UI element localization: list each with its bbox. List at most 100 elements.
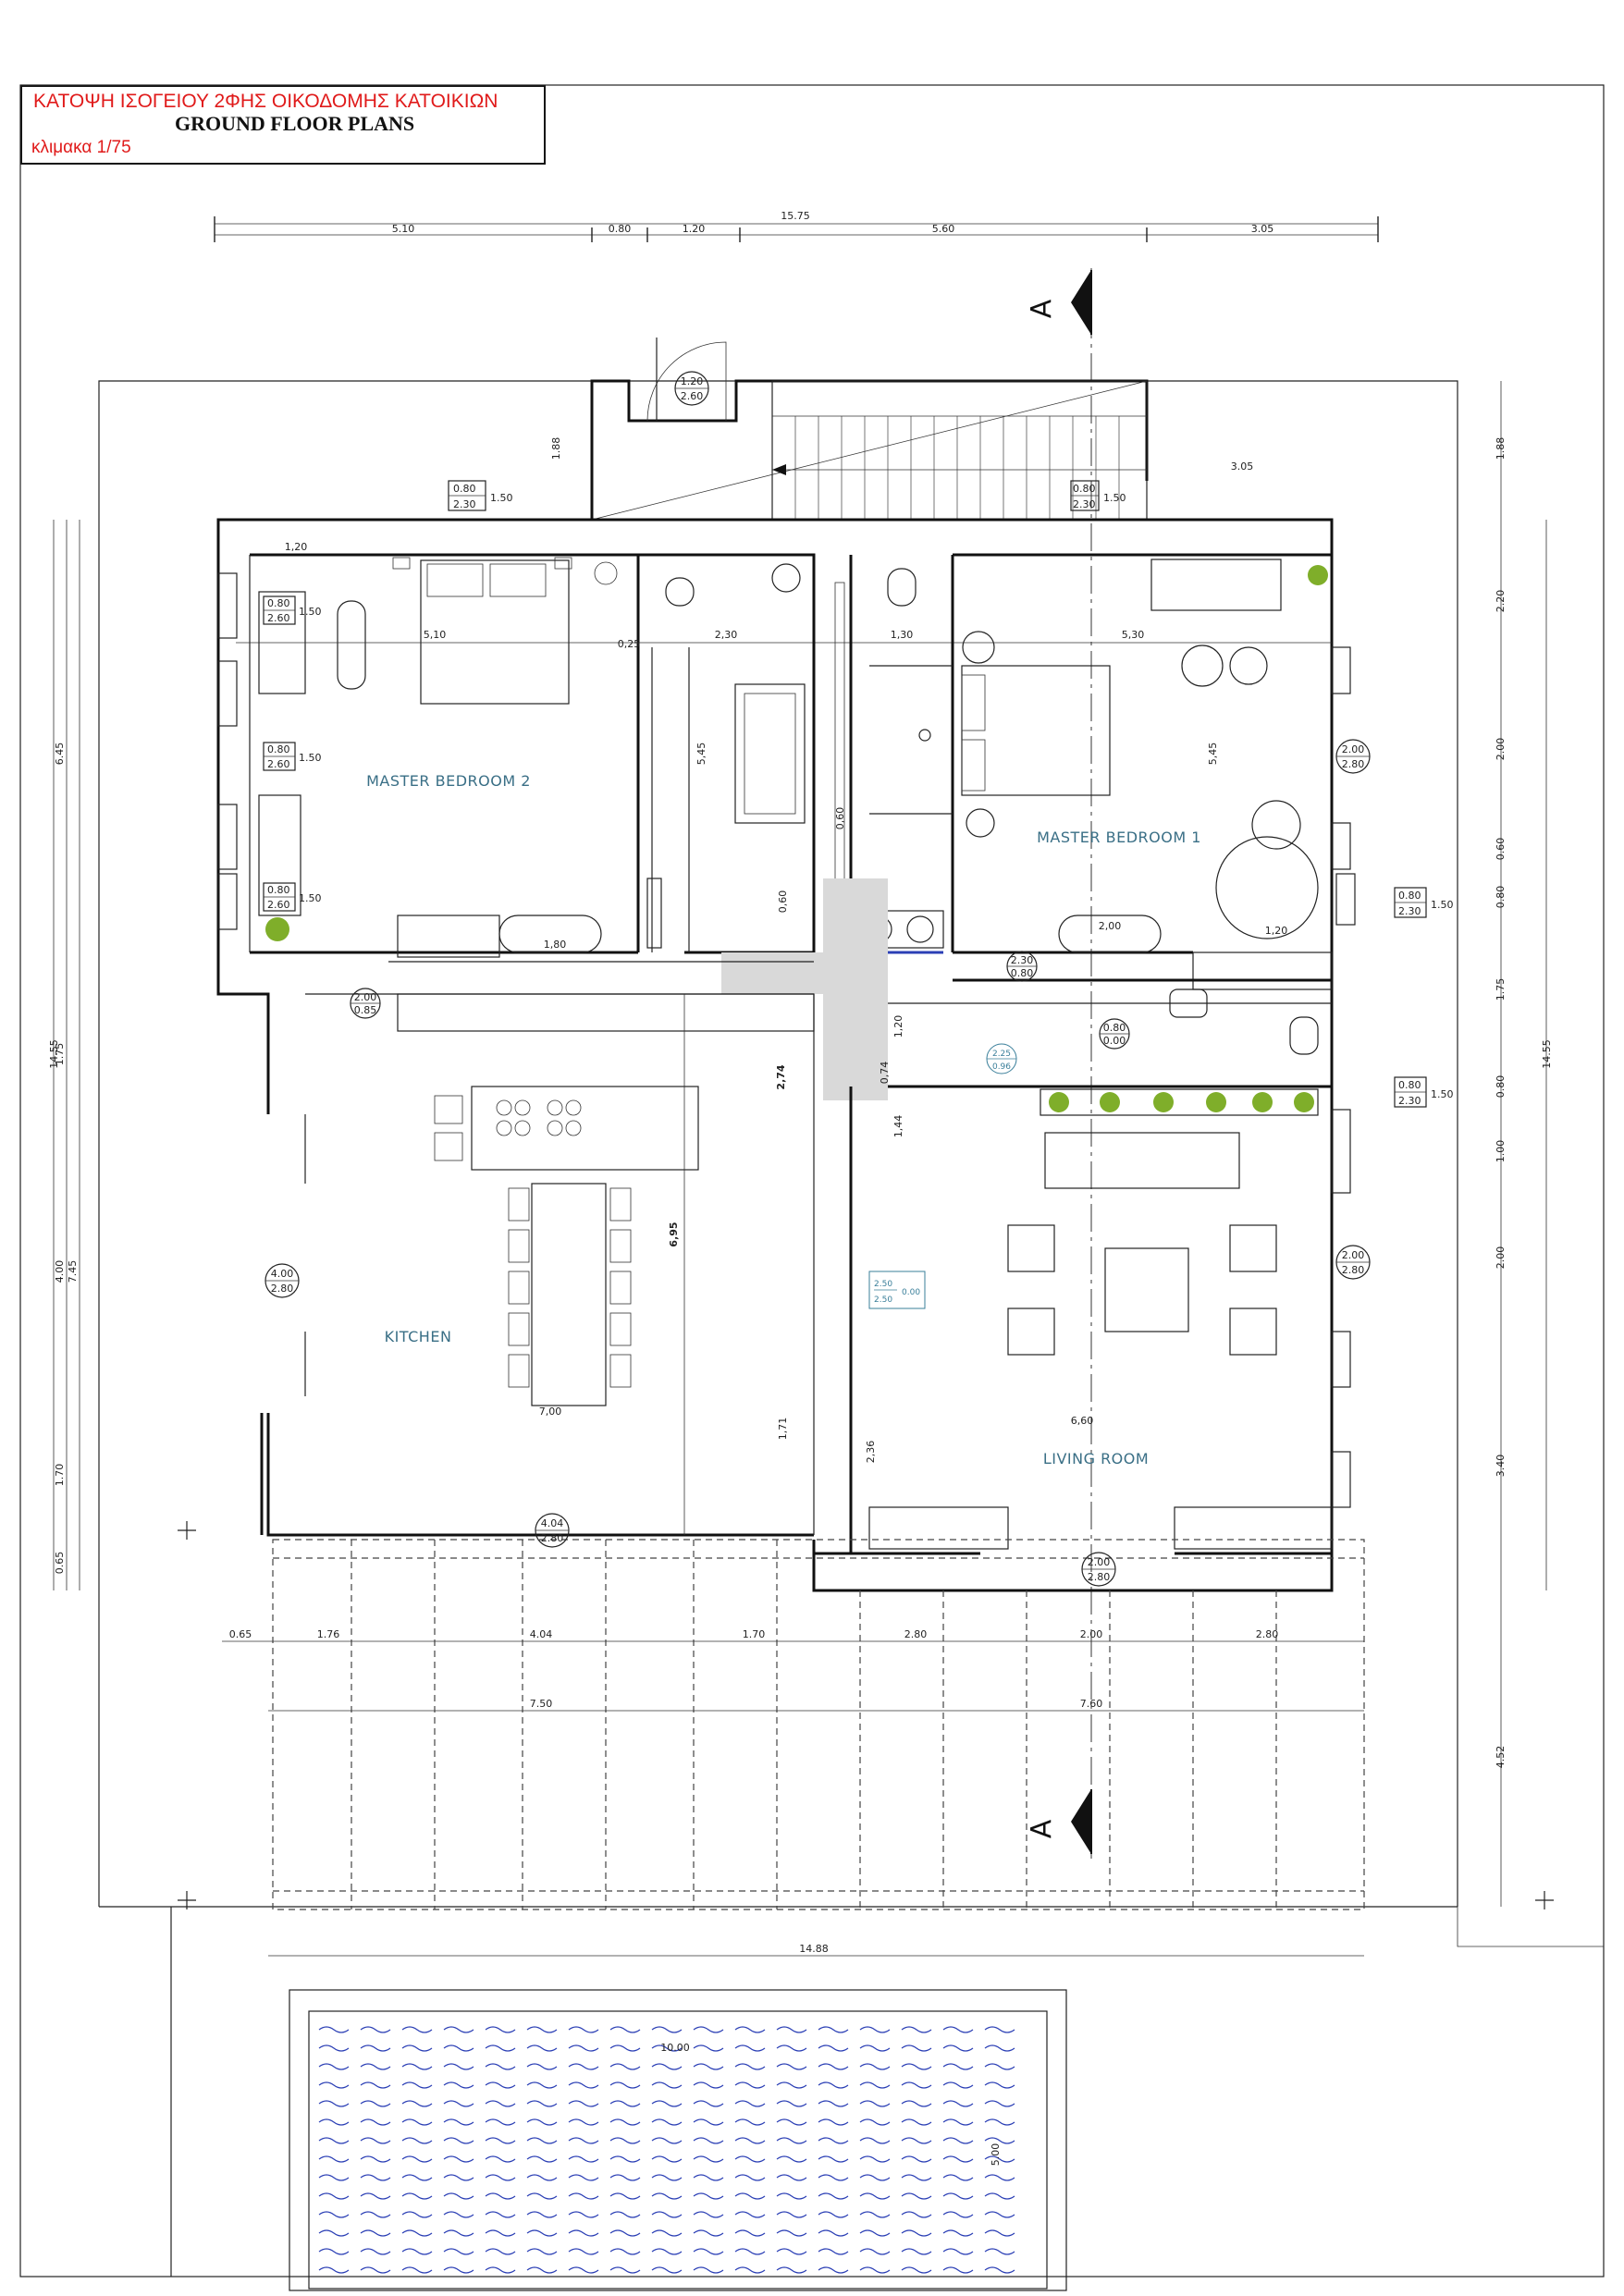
pool-wave (401, 2044, 433, 2052)
pool-wave (318, 2100, 350, 2107)
dim-bath-width: 2,30 (715, 629, 738, 641)
pool-wave (693, 2137, 724, 2144)
window-tag-right-b: 0.80 2.30 1.50 (1394, 1076, 1454, 1108)
pool-wave (485, 2026, 516, 2033)
pool-wave (776, 2044, 807, 2052)
pool-wave (693, 2174, 724, 2181)
svg-text:2.80: 2.80 (541, 1532, 564, 1544)
pool-wave (984, 2192, 1015, 2200)
svg-text:1.50: 1.50 (490, 492, 513, 504)
svg-text:2.60: 2.60 (267, 899, 290, 911)
interior-dimensions: 1,20 5,10 0,25 2,30 5,45 1,80 1,30 5,30 … (285, 437, 1288, 1464)
dim-right-5: 0.80 (1495, 886, 1507, 909)
svg-text:0.85: 0.85 (354, 1004, 377, 1016)
door-tag-kitchen-bottom: 4.04 2.80 (535, 1513, 570, 1548)
dim-living-lower: 2,36 (865, 1441, 877, 1464)
pool-wave (984, 2266, 1015, 2274)
pool-wave (485, 2063, 516, 2070)
pool-wave (568, 2118, 599, 2126)
pool-wave (818, 2118, 849, 2126)
swimming-pool: 10.00 5.00 (289, 1989, 1067, 2291)
dim-right-4: 0.60 (1495, 838, 1507, 861)
pool-wave (443, 2229, 474, 2237)
pool-wave (401, 2248, 433, 2255)
pool-wave (693, 2155, 724, 2163)
svg-text:0.80: 0.80 (1011, 967, 1034, 979)
pool-wave (526, 2266, 558, 2274)
pool-wave (443, 2137, 474, 2144)
pool-wave (776, 2155, 807, 2163)
pool-wave (401, 2100, 433, 2107)
master-bedroom-1 (953, 553, 1356, 990)
dim-corr-f: 1,44 (892, 1115, 904, 1138)
pool-wave (526, 2118, 558, 2126)
pool-wave (651, 2248, 683, 2255)
door-tag-living-right: 2.00 2.80 (1335, 1245, 1371, 1280)
pool-wave (568, 2266, 599, 2274)
pool-wave (859, 2192, 891, 2200)
pool-wave (485, 2266, 516, 2274)
pool-wave (859, 2137, 891, 2144)
pool-wave (734, 2174, 766, 2181)
window-tag-mb2-b: 0.80 2.60 1.50 (263, 742, 322, 771)
pool-wave (776, 2118, 807, 2126)
pool-wave (485, 2248, 516, 2255)
pool-wave (651, 2229, 683, 2237)
pool-wave (693, 2248, 724, 2255)
svg-text:2.30: 2.30 (1398, 905, 1421, 917)
dim-right-8: 1.00 (1495, 1140, 1507, 1163)
dim-stair-rise: 1.88 (550, 437, 562, 460)
pool-wave (734, 2081, 766, 2089)
pool-wave (443, 2026, 474, 2033)
pool-wave (776, 2248, 807, 2255)
svg-text:1.50: 1.50 (1431, 1088, 1454, 1100)
pool-wave (818, 2229, 849, 2237)
pool-wave (651, 2063, 683, 2070)
pool-wave (818, 2137, 849, 2144)
dim-kitchen-lower: 1,71 (777, 1418, 789, 1441)
section-letter-top: A (1026, 299, 1058, 318)
pool-wave (443, 2155, 474, 2163)
pool-wave (443, 2063, 474, 2070)
svg-text:1.50: 1.50 (1431, 899, 1454, 911)
pool-wave (942, 2026, 974, 2033)
svg-text:2.00: 2.00 (1342, 743, 1365, 755)
pool-wave (443, 2192, 474, 2200)
svg-text:2.80: 2.80 (1342, 1264, 1365, 1276)
pool-wave (776, 2063, 807, 2070)
pool-wave (609, 2044, 641, 2052)
pool-wave (443, 2248, 474, 2255)
svg-text:0.96: 0.96 (992, 1062, 1011, 1072)
svg-text:0.80: 0.80 (1398, 1079, 1421, 1091)
pool-wave (401, 2137, 433, 2144)
dim-mb2-width: 5,10 (424, 629, 447, 641)
pool-wave (942, 2211, 974, 2218)
pool-wave (859, 2100, 891, 2107)
pool-wave (526, 2063, 558, 2070)
pool-wave (609, 2026, 641, 2033)
pool-wave (984, 2211, 1015, 2218)
pool-wave (651, 2211, 683, 2218)
pool-wave (318, 2118, 350, 2126)
window-tag-mb2-a: 0.80 2.60 1.50 (263, 595, 322, 625)
pool-wave (901, 2081, 932, 2089)
svg-text:1.50: 1.50 (1103, 492, 1126, 504)
pool-wave (485, 2155, 516, 2163)
pool-wave (693, 2100, 724, 2107)
dim-bottom-2: 1.76 (317, 1628, 340, 1640)
pool-wave (818, 2026, 849, 2033)
pool-wave (526, 2081, 558, 2089)
pool-wave (651, 2155, 683, 2163)
dim-left-total: 14.55 (48, 1039, 60, 1069)
pool-wave (942, 2229, 974, 2237)
plants (265, 565, 1328, 1112)
pool-wave (526, 2026, 558, 2033)
pool-wave (693, 2211, 724, 2218)
pool-wave (693, 2192, 724, 2200)
pool-wave (901, 2155, 932, 2163)
pool-wave (651, 2026, 683, 2033)
pool-wave (942, 2081, 974, 2089)
svg-text:1.50: 1.50 (299, 752, 322, 764)
pool-wave (485, 2081, 516, 2089)
pool-wave (818, 2155, 849, 2163)
